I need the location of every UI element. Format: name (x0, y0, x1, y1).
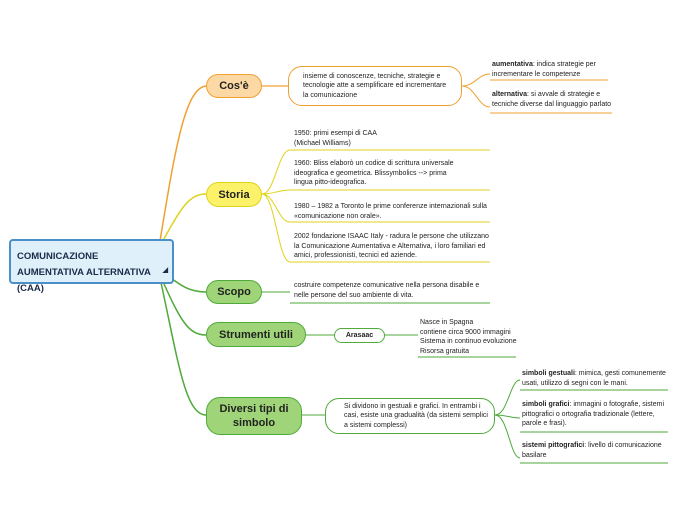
storia-item-1980: 1980 – 1982 a Toronto le prime conferenz… (294, 203, 487, 220)
simboli-summary-box[interactable]: Si dividono in gestuali e grafici. In en… (325, 398, 495, 434)
topic-simboli-label: Diversi tipi di simbolo (219, 403, 289, 429)
simboli-gestuali: simboli gestuali: mimica, gesti comuneme… (522, 369, 672, 388)
grafici-label-2: grafici (548, 401, 570, 408)
storia-item-1960: 1960: Bliss elaborò un codice di scrittu… (294, 160, 454, 186)
alternativa-text: : si avvale di strategie e tecniche dive… (492, 91, 612, 108)
simboli-summary: Si dividono in gestuali e grafici. In en… (344, 402, 488, 429)
topic-cose-label: Cos'è (219, 80, 249, 92)
expand-corner-icon[interactable]: ◢ (162, 267, 168, 274)
cose-definition-box[interactable]: insieme di conoscenze, tecniche, strateg… (288, 66, 462, 106)
topic-scopo-label: Scopo (217, 286, 251, 298)
gestuali-label: simboli gestuali (522, 370, 575, 377)
scopo-text: costruire competenze comunicative nella … (294, 282, 480, 299)
arasaac-detail: Nasce in Spagna (420, 319, 474, 326)
arasaac-detail: contiene circa 9000 immagini (420, 328, 511, 336)
cose-definition: insieme di conoscenze, tecniche, strateg… (303, 72, 447, 99)
grafici-text: : immagini o fotografie, sistemi pittogr… (522, 401, 665, 427)
topic-scopo[interactable]: Scopo (206, 280, 262, 304)
pittografici-text: : livello di comunicazione basilare (522, 442, 662, 459)
topic-strumenti-utili[interactable]: Strumenti utili (206, 322, 306, 347)
cose-aumentativa: aumentativa: indica strategie per increm… (492, 60, 612, 79)
topic-strumenti-label: Strumenti utili (219, 328, 293, 341)
topic-tipi-simbolo[interactable]: Diversi tipi di simbolo (206, 397, 302, 435)
storia-item-2002: 2002 fondazione ISAAC Italy - radura le … (294, 233, 489, 259)
simboli-grafici: simboli grafici: immagini o fotografie, … (522, 400, 672, 429)
cose-alternativa: alternativa: si avvale di strategie e te… (492, 90, 616, 109)
grafici-label-1: simboli (522, 401, 547, 408)
arasaac-details: Nasce in Spagna contiene circa 9000 imma… (420, 318, 520, 356)
gestuali-text: : mimica, gesti comunemente usati, utili… (522, 370, 666, 387)
root-topic[interactable]: COMUNICAZIONE AUMENTATIVA ALTERNATIVA (C… (9, 239, 174, 294)
topic-cose[interactable]: Cos'è (206, 74, 262, 98)
arasaac-detail: Sistema in continuo evoluzione (420, 338, 517, 345)
storia-item-1950: 1950: primi esempi di CAA (Michael Willi… (294, 130, 377, 147)
aumentativa-text: : indica strategie per incrementare le c… (492, 61, 596, 78)
sistemi-pittografici: sistemi pittografici: livello di comunic… (522, 441, 672, 460)
aumentativa-label: aumentativa (492, 61, 533, 68)
tool-arasaac-label: Arasaac (345, 331, 374, 339)
topic-storia[interactable]: Storia (206, 182, 262, 207)
arasaac-detail: Risorsa gratuita (420, 347, 470, 355)
topic-storia-label: Storia (218, 188, 250, 201)
root-title: COMUNICAZIONE AUMENTATIVA ALTERNATIVA (C… (17, 251, 151, 294)
pittografici-label: sistemi pittografici (522, 442, 585, 449)
alternativa-label: alternativa (492, 91, 528, 98)
tool-arasaac[interactable]: Arasaac (334, 328, 385, 343)
